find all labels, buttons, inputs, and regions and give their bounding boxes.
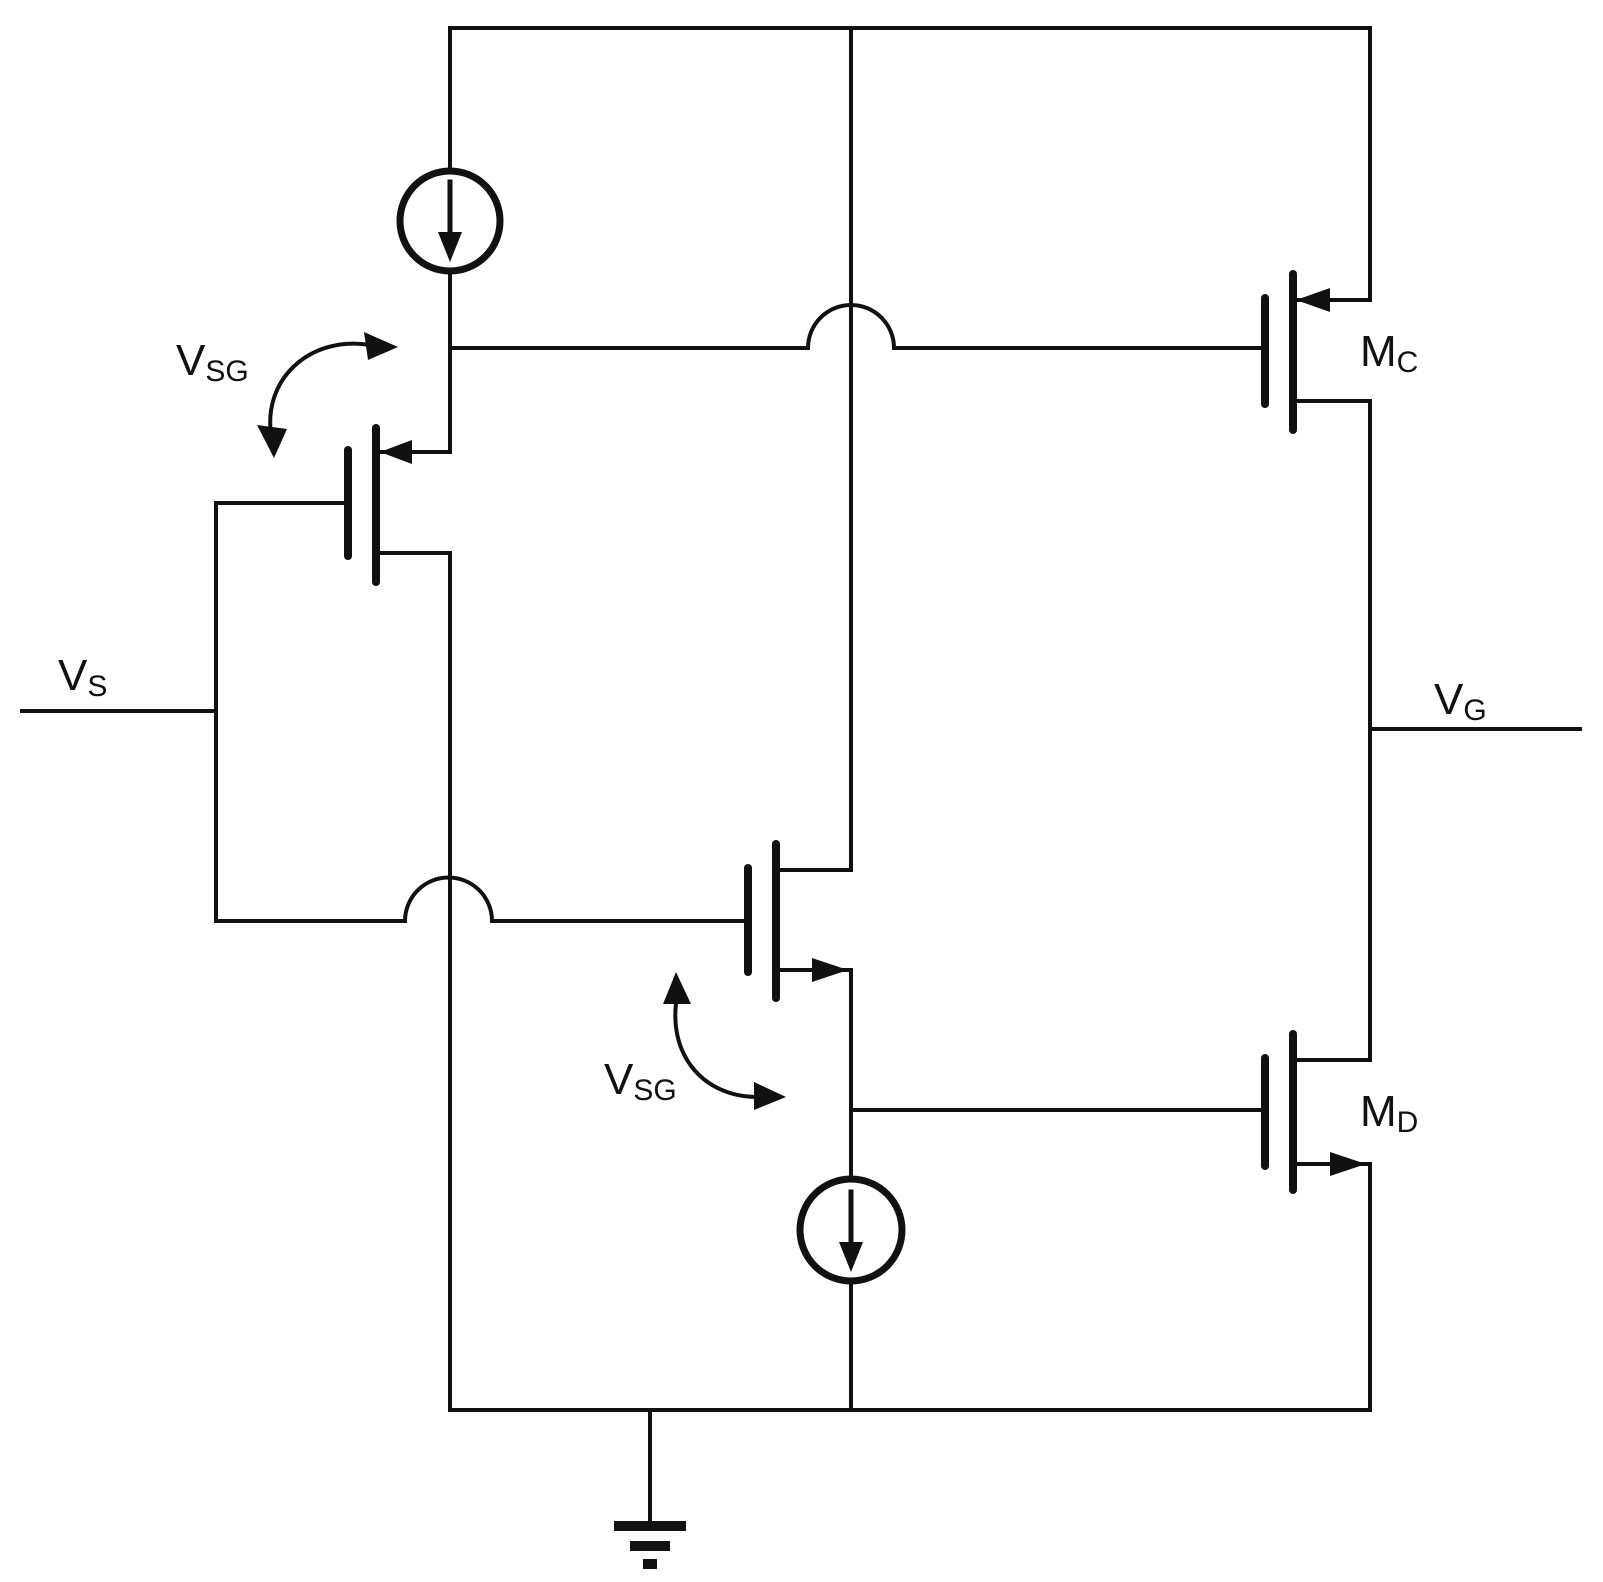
- pmos-mc: [1261, 270, 1330, 434]
- current-source-top: [396, 167, 504, 275]
- vs-input-wires: [20, 501, 750, 924]
- label-vs: VS: [58, 651, 107, 703]
- label-vsg-top: VSG: [176, 336, 249, 388]
- label-vsg-bottom: VSG: [604, 1055, 677, 1107]
- nmos-middle: [744, 840, 848, 1002]
- ground-symbol: [614, 1408, 686, 1569]
- label-vg: VG: [1434, 675, 1487, 727]
- label-mc: MC: [1360, 327, 1418, 379]
- label-md: MD: [1360, 1087, 1418, 1139]
- gate-wire-mc: [448, 303, 1264, 351]
- nmos-md: [1261, 1030, 1366, 1194]
- current-source-bottom: [796, 1175, 906, 1285]
- vsg-arrow-bottom: [663, 972, 786, 1110]
- vsg-arrow-top: [257, 332, 398, 458]
- left-branch-wires: [378, 26, 452, 1412]
- middle-branch-wires: [776, 26, 1264, 1412]
- pmos-upper-left: [214, 424, 412, 586]
